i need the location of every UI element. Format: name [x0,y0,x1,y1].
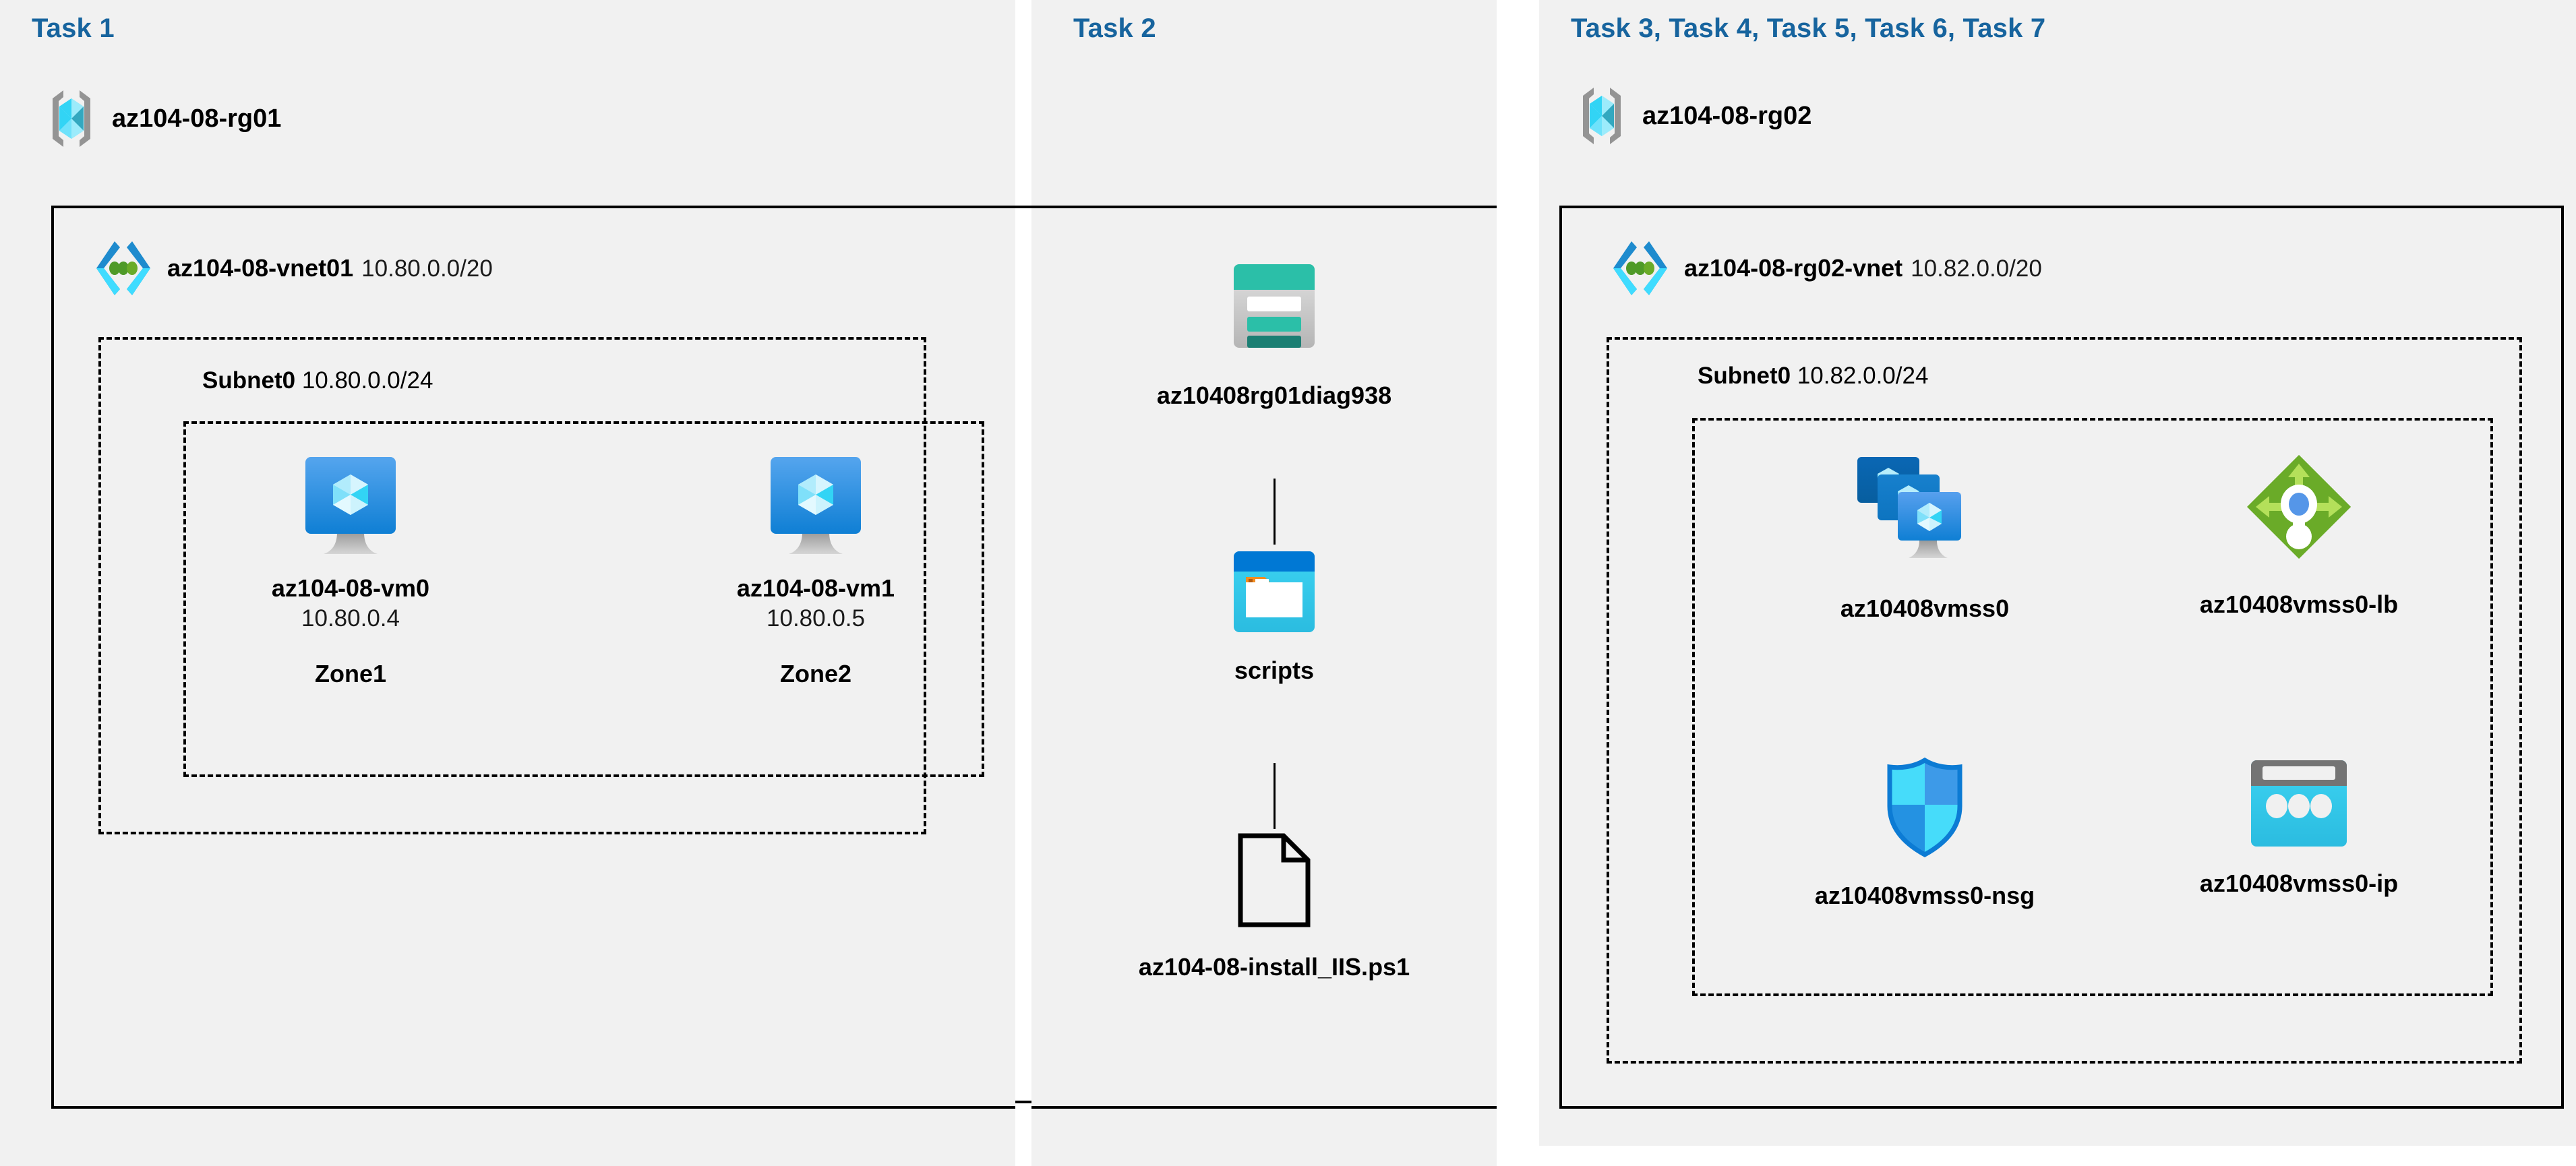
load-balancer-label: az10408vmss0-lb [2199,590,2399,618]
virtual-machine-icon [674,453,957,561]
node-network-security-group[interactable]: az10408vmss0-nsg [1743,756,2107,911]
resource-group-row-1: az104-08-rg01 [49,89,281,148]
virtual-network-icon [94,237,152,299]
node-vm1[interactable]: az104-08-vm1 10.80.0.5 Zone2 [674,453,957,688]
vnet-cidr-2: 10.82.0.0/20 [1911,255,2042,282]
vm0-ip: 10.80.0.4 [301,605,400,632]
vmss-label: az10408vmss0 [1840,594,2010,622]
blob-container-icon [1112,551,1436,632]
subnet-inner-box-1 [183,421,984,777]
subnet-inner-box-2 [1692,418,2493,996]
vnet-cidr-1: 10.80.0.0/20 [361,255,493,282]
panel-task-3 [1539,0,2576,1146]
task-title-2: Task 2 [1073,13,1156,43]
network-security-group-icon [1743,756,2107,859]
task-title-1: Task 1 [32,13,115,43]
public-ip-label: az10408vmss0-ip [2199,869,2399,897]
vnet-container-box-2 [1559,206,2564,1109]
resource-group-row-2: az104-08-rg02 [1579,86,1811,146]
vm1-label: az104-08-vm1 [736,574,895,602]
script-file-label: az104-08-install_IIS.ps1 [1138,953,1410,981]
vm1-ip: 10.80.0.5 [767,605,865,632]
panel-task-1 [0,0,1015,1166]
node-vm0[interactable]: az104-08-vm0 10.80.0.4 Zone1 [209,453,492,688]
node-blob-container[interactable]: scripts [1112,551,1436,685]
blob-container-label: scripts [1234,656,1315,684]
node-load-balancer[interactable]: az10408vmss0-lb [2137,453,2461,619]
subnet-name-1: Subnet0 [202,367,296,394]
virtual-network-icon [1611,237,1669,299]
connector-container-to-script [1274,763,1276,829]
node-public-ip-address[interactable]: az10408vmss0-ip [2130,760,2467,898]
public-ip-address-icon [2130,760,2467,847]
vm-scale-set-icon [1749,453,2100,574]
resource-group-icon [49,89,94,148]
node-storage-account[interactable]: az10408rg01diag938 [1052,262,1497,410]
vm1-zone: Zone2 [779,659,851,687]
node-vm-scale-set[interactable]: az10408vmss0 [1749,453,2100,623]
storage-account-label: az10408rg01diag938 [1156,381,1392,409]
subnet-cidr-1: 10.80.0.0/24 [301,367,433,394]
vnet-header-2: az104-08-rg02-vnet 10.82.0.0/20 [1611,237,2042,299]
resource-group-icon [1579,86,1625,146]
vm0-label: az104-08-vm0 [271,574,430,602]
node-script-file[interactable]: az104-08-install_IIS.ps1 [1092,833,1456,982]
vnet-name-2: az104-08-rg02-vnet [1684,254,1903,282]
task-title-3: Task 3, Task 4, Task 5, Task 6, Task 7 [1571,13,2046,43]
load-balancer-icon [2137,453,2461,561]
panel-gutter-2 [1497,0,1539,1166]
subnet-box-1 [98,337,926,834]
subnet-name-2: Subnet0 [1698,363,1791,389]
vnet-name-1: az104-08-vnet01 [167,254,354,282]
resource-group-label-2: az104-08-rg02 [1642,101,1812,130]
panel-gutter-1 [1015,0,1031,1166]
vm0-zone: Zone1 [314,659,386,687]
subnet-label-2: Subnet0 10.82.0.0/24 [1698,363,1928,390]
vnet-header-1: az104-08-vnet01 10.80.0.0/20 [94,237,493,299]
virtual-machine-icon [209,453,492,561]
resource-group-label-1: az104-08-rg01 [112,104,282,133]
subnet-label-1: Subnet0 10.80.0.0/24 [202,367,433,394]
subnet-cidr-2: 10.82.0.0/24 [1797,363,1929,389]
nsg-label: az10408vmss0-nsg [1814,882,2035,909]
storage-account-icon [1052,262,1497,350]
file-document-icon [1092,833,1456,927]
connector-storage-to-container [1274,479,1276,545]
subnet-box-2 [1607,337,2522,1064]
